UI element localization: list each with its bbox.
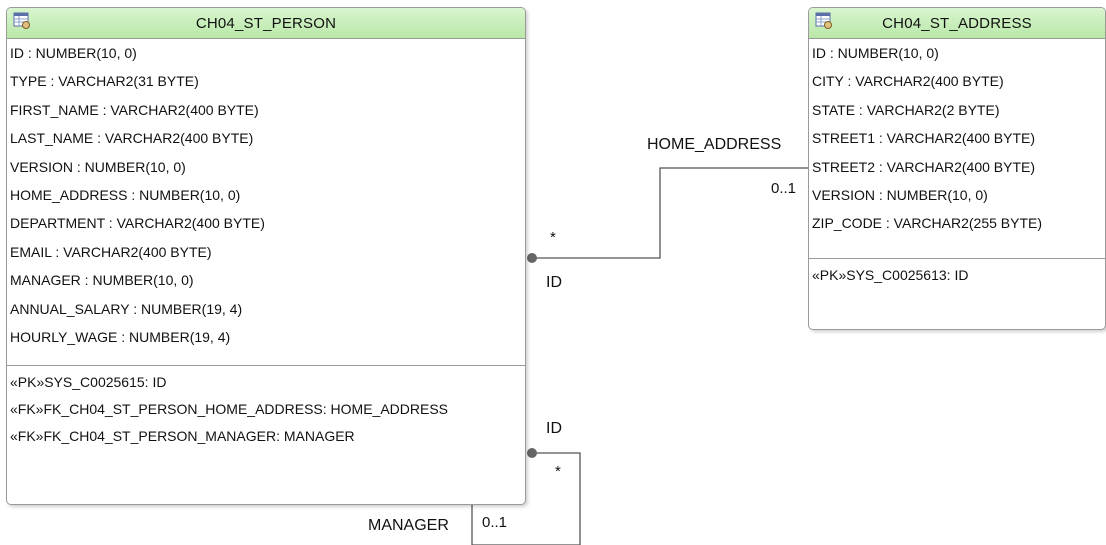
column-row[interactable]: STREET2 : VARCHAR2(400 BYTE) xyxy=(812,158,1036,175)
column-row[interactable]: LAST_NAME : VARCHAR2(400 BYTE) xyxy=(10,130,254,147)
column-row[interactable]: STREET1 : VARCHAR2(400 BYTE) xyxy=(812,130,1036,147)
column-row[interactable]: HOURLY_WAGE : NUMBER(19, 4) xyxy=(10,328,231,345)
address-constraints: «PK»SYS_C0025613: ID xyxy=(809,257,1105,292)
column-row[interactable]: TYPE : VARCHAR2(31 BYTE) xyxy=(10,73,199,90)
column-row[interactable]: ID : NUMBER(10, 0) xyxy=(812,45,939,61)
person-table-title: CH04_ST_PERSON xyxy=(195,15,337,32)
manager-relation-line[interactable] xyxy=(471,452,581,545)
home-address-relation-name: HOME_ADDRESS xyxy=(647,136,782,153)
address-table[interactable]: CH04_ST_ADDRESS ID : NUMBER(10, 0) CITY … xyxy=(808,7,1106,330)
person-constraints: «PK»SYS_C0025615: ID «FK»FK_CH04_ST_PERS… xyxy=(7,365,525,453)
manager-source-multiplicity: * xyxy=(555,463,561,480)
person-columns: ID : NUMBER(10, 0) TYPE : VARCHAR2(31 BY… xyxy=(7,39,525,355)
column-row[interactable]: MANAGER : NUMBER(10, 0) xyxy=(10,272,194,289)
constraint-row[interactable]: «FK»FK_CH04_ST_PERSON_HOME_ADDRESS: HOME… xyxy=(10,401,449,418)
constraint-row[interactable]: «PK»SYS_C0025613: ID xyxy=(812,266,969,283)
column-row[interactable]: ZIP_CODE : VARCHAR2(255 BYTE) xyxy=(812,215,1043,232)
home-address-source-multiplicity: * xyxy=(550,229,556,246)
address-table-header[interactable]: CH04_ST_ADDRESS xyxy=(809,8,1105,39)
manager-source-key: ID xyxy=(546,420,562,437)
column-row[interactable]: ID : NUMBER(10, 0) xyxy=(10,45,137,61)
table-icon xyxy=(13,12,30,29)
address-columns: ID : NUMBER(10, 0) CITY : VARCHAR2(400 B… xyxy=(809,39,1105,242)
home-address-source-key: ID xyxy=(546,274,562,291)
person-table-header[interactable]: CH04_ST_PERSON xyxy=(7,8,525,39)
column-row[interactable]: CITY : VARCHAR2(400 BYTE) xyxy=(812,73,1004,90)
manager-relation-endpoint xyxy=(527,448,537,458)
column-row[interactable]: VERSION : NUMBER(10, 0) xyxy=(812,186,988,203)
home-address-relation-line[interactable] xyxy=(532,167,808,259)
column-row[interactable]: EMAIL : VARCHAR2(400 BYTE) xyxy=(10,243,212,260)
manager-target-multiplicity: 0..1 xyxy=(482,514,508,531)
address-table-title: CH04_ST_ADDRESS xyxy=(882,15,1032,32)
column-row[interactable]: VERSION : NUMBER(10, 0) xyxy=(10,158,186,175)
column-row[interactable]: FIRST_NAME : VARCHAR2(400 BYTE) xyxy=(10,101,259,118)
manager-relation-name: MANAGER xyxy=(368,517,449,534)
constraint-row[interactable]: «PK»SYS_C0025615: ID xyxy=(10,374,167,391)
column-row[interactable]: DEPARTMENT : VARCHAR2(400 BYTE) xyxy=(10,215,265,232)
constraint-row[interactable]: «FK»FK_CH04_ST_PERSON_MANAGER: MANAGER xyxy=(10,428,355,445)
home-address-relation-endpoint xyxy=(527,253,537,263)
column-row[interactable]: HOME_ADDRESS : NUMBER(10, 0) xyxy=(10,186,241,203)
home-address-target-multiplicity: 0..1 xyxy=(771,180,797,197)
column-row[interactable]: STATE : VARCHAR2(2 BYTE) xyxy=(812,101,1000,118)
person-table[interactable]: CH04_ST_PERSON ID : NUMBER(10, 0) TYPE :… xyxy=(6,7,526,505)
column-row[interactable]: ANNUAL_SALARY : NUMBER(19, 4) xyxy=(10,300,243,317)
table-icon xyxy=(815,12,832,29)
